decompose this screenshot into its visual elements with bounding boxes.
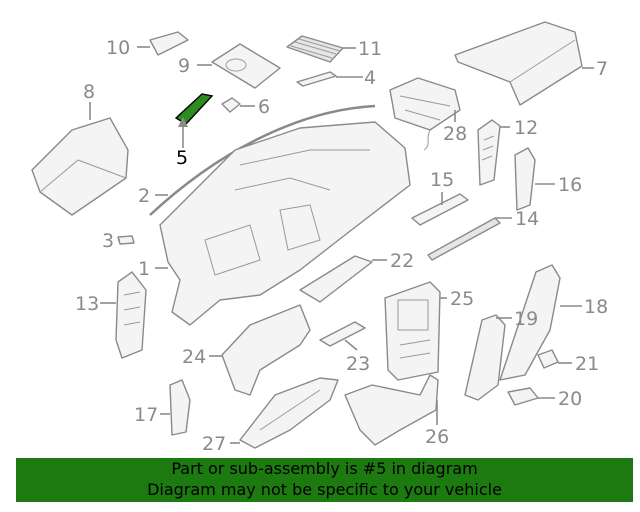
callout-22: 22 bbox=[390, 250, 414, 272]
callout-18: 18 bbox=[584, 296, 608, 318]
fitment-banner: Part or sub-assembly is #5 in diagram Di… bbox=[16, 458, 633, 502]
callout-13: 13 bbox=[75, 293, 99, 315]
part-19-vent-assembly bbox=[464, 314, 506, 401]
part-22-lower-trim bbox=[299, 255, 373, 303]
callout-19: 19 bbox=[514, 308, 538, 330]
part-7-top-panel bbox=[454, 21, 583, 106]
callout-20: 20 bbox=[558, 388, 582, 410]
part-21-switch bbox=[537, 349, 559, 369]
callout-numbers: 10 9 11 4 5 6 7 8 2 3 1 13 12 16 15 14 2… bbox=[75, 37, 608, 455]
callout-5-highlighted: 5 bbox=[176, 147, 188, 169]
part-12-vent bbox=[477, 119, 501, 186]
callout-2: 2 bbox=[138, 185, 150, 207]
part-4-trim-strip bbox=[296, 71, 337, 87]
callout-21: 21 bbox=[575, 353, 599, 375]
callout-17: 17 bbox=[134, 404, 158, 426]
part-2-upper-trim bbox=[149, 104, 376, 216]
part-18-trim-piece bbox=[499, 264, 561, 381]
part-27-glove-box bbox=[239, 377, 339, 449]
callout-26: 26 bbox=[425, 426, 449, 448]
part-15-trim-bar bbox=[411, 193, 469, 226]
callout-24: 24 bbox=[182, 346, 206, 368]
part-20-bracket bbox=[507, 387, 539, 406]
parts-diagram: 10 9 11 4 5 6 7 8 2 3 1 13 12 16 15 14 2… bbox=[31, 21, 608, 455]
banner-line-2: Diagram may not be specific to your vehi… bbox=[147, 480, 502, 499]
part-10-bracket bbox=[149, 31, 189, 56]
part-5-highlighted bbox=[174, 93, 214, 125]
part-13-left-vent bbox=[115, 271, 147, 359]
part-6-clip bbox=[221, 97, 241, 113]
callout-7: 7 bbox=[596, 58, 608, 80]
part-28-airbag bbox=[389, 77, 461, 151]
callout-23: 23 bbox=[346, 353, 370, 375]
callout-12: 12 bbox=[514, 117, 538, 139]
callout-16: 16 bbox=[558, 174, 582, 196]
callout-15: 15 bbox=[430, 169, 454, 191]
part-17-lower-vent bbox=[169, 379, 191, 436]
part-8-cover bbox=[31, 117, 129, 216]
callout-3: 3 bbox=[102, 230, 114, 252]
part-23-small-trim bbox=[319, 321, 366, 347]
part-11-grille bbox=[286, 35, 344, 63]
part-3-trim bbox=[117, 235, 135, 245]
callout-28: 28 bbox=[443, 123, 467, 145]
part-9-bezel bbox=[211, 43, 281, 89]
callout-25: 25 bbox=[450, 288, 474, 310]
part-26-lower-panel bbox=[344, 374, 439, 446]
callout-1: 1 bbox=[138, 258, 150, 280]
callout-27: 27 bbox=[202, 433, 226, 455]
part-16-vent-bezel bbox=[514, 147, 536, 211]
part-24-cluster-bezel bbox=[221, 304, 311, 396]
callout-11: 11 bbox=[358, 38, 382, 60]
banner-line-1: Part or sub-assembly is #5 in diagram bbox=[171, 459, 478, 478]
part-1-instrument-panel bbox=[159, 121, 411, 326]
callout-4: 4 bbox=[364, 67, 376, 89]
callout-8: 8 bbox=[83, 81, 95, 103]
part-25-radio-bezel bbox=[384, 281, 441, 381]
callout-14: 14 bbox=[515, 208, 539, 230]
callout-9: 9 bbox=[178, 55, 190, 77]
leader-lines bbox=[89, 46, 594, 444]
part-14-strip bbox=[427, 217, 501, 261]
callout-10: 10 bbox=[106, 37, 130, 59]
callout-6: 6 bbox=[258, 96, 270, 118]
